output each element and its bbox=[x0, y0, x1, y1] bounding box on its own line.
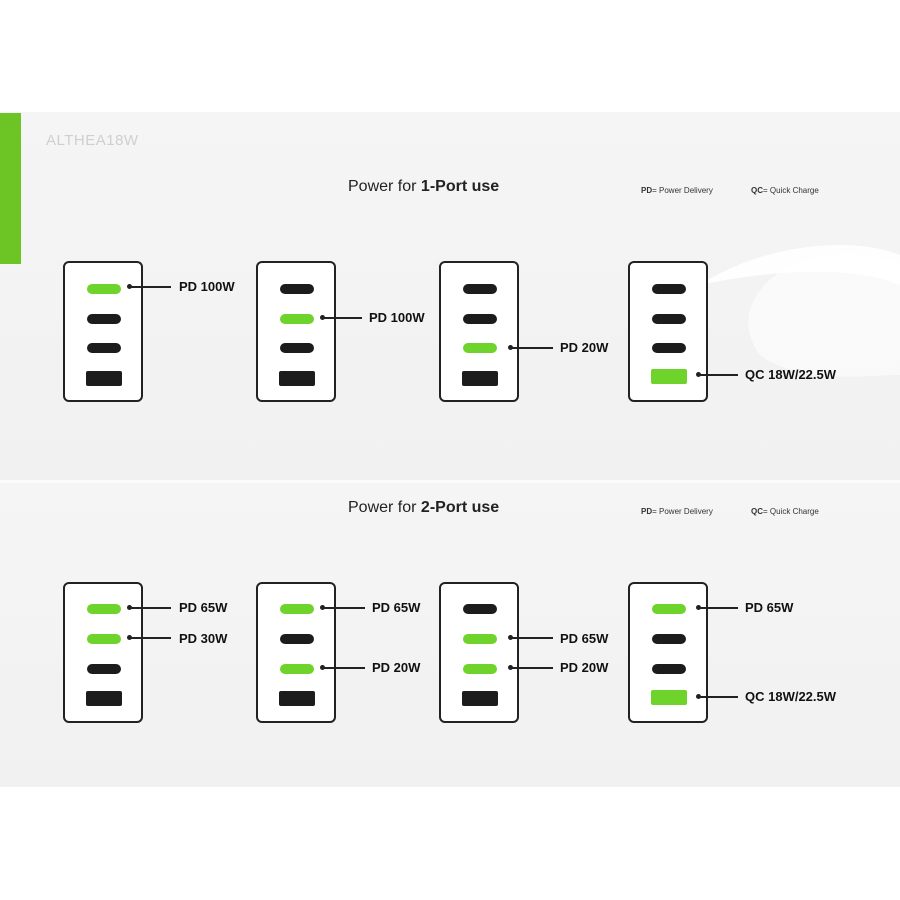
usb-a-port bbox=[279, 691, 315, 706]
usb-c1-port bbox=[463, 604, 497, 614]
port-output-label: PD 30W bbox=[179, 631, 228, 646]
leader-line bbox=[508, 345, 553, 350]
usb-c3-port bbox=[463, 343, 497, 353]
port-output-label: PD 65W bbox=[745, 600, 794, 615]
charger-1port-d bbox=[628, 261, 708, 402]
legend-pd-key: PD bbox=[641, 507, 653, 516]
usb-c2-port bbox=[87, 634, 121, 644]
legend-pd: PD= Power Delivery bbox=[641, 186, 713, 195]
usb-c3-port bbox=[87, 343, 121, 353]
charger-1port-b bbox=[256, 261, 336, 402]
usb-c2-port bbox=[280, 634, 314, 644]
usb-c1-port bbox=[280, 604, 314, 614]
legend-qc: QC= Quick Charge bbox=[751, 507, 819, 516]
usb-a-port bbox=[279, 371, 315, 386]
legend-qc-key: QC bbox=[751, 186, 763, 195]
port-output-label: PD 100W bbox=[369, 310, 425, 325]
legend-qc-text: = Quick Charge bbox=[763, 507, 819, 516]
usb-c3-port bbox=[87, 664, 121, 674]
usb-c2-port bbox=[463, 634, 497, 644]
leader-line bbox=[696, 694, 738, 699]
charger-2port-a bbox=[63, 582, 143, 723]
port-output-label: PD 100W bbox=[179, 279, 235, 294]
port-output-label: PD 20W bbox=[560, 340, 609, 355]
leader-line bbox=[696, 372, 738, 377]
usb-c2-port bbox=[652, 314, 686, 324]
section-title-bold: 2-Port use bbox=[420, 499, 500, 516]
leader-line bbox=[508, 665, 553, 670]
usb-c2-port bbox=[87, 314, 121, 324]
usb-c2-port bbox=[463, 314, 497, 324]
section-divider bbox=[0, 480, 900, 483]
charger-2port-d bbox=[628, 582, 708, 723]
brand-accent-bar bbox=[0, 113, 21, 264]
charger-2port-c bbox=[439, 582, 519, 723]
port-output-label: QC 18W/22.5W bbox=[745, 689, 837, 704]
leader-line bbox=[320, 605, 365, 610]
legend-pd-text: = Power Delivery bbox=[652, 186, 713, 195]
charger-2port-b bbox=[256, 582, 336, 723]
charger-1port-a bbox=[63, 261, 143, 402]
port-output-label: PD 65W bbox=[372, 600, 421, 615]
one-port-panel bbox=[0, 112, 900, 480]
usb-a-port bbox=[86, 691, 122, 706]
usb-a-port bbox=[462, 691, 498, 706]
usb-c3-port bbox=[280, 664, 314, 674]
usb-a-port bbox=[651, 369, 687, 384]
leader-line bbox=[696, 605, 738, 610]
leader-line bbox=[127, 635, 171, 640]
usb-c1-port bbox=[652, 284, 686, 294]
section-title-1-port: Power for 1-Port use bbox=[348, 178, 499, 196]
legend-pd: PD= Power Delivery bbox=[641, 507, 713, 516]
usb-c1-port bbox=[87, 604, 121, 614]
usb-c3-port bbox=[652, 664, 686, 674]
section-title-bold: 1-Port use bbox=[420, 178, 500, 195]
usb-c1-port bbox=[652, 604, 686, 614]
usb-a-port bbox=[651, 690, 687, 705]
leader-line bbox=[320, 315, 362, 320]
port-output-label: QC 18W/22.5W bbox=[745, 367, 837, 382]
port-output-label: PD 65W bbox=[560, 631, 609, 646]
port-output-label: PD 20W bbox=[372, 660, 421, 675]
legend-qc-text: = Quick Charge bbox=[763, 186, 819, 195]
usb-c1-port bbox=[463, 284, 497, 294]
usb-a-port bbox=[462, 371, 498, 386]
leader-line bbox=[127, 284, 171, 289]
leader-line bbox=[320, 665, 365, 670]
section-title-prefix: Power for bbox=[348, 178, 421, 195]
legend-pd-text: = Power Delivery bbox=[652, 507, 713, 516]
usb-c2-port bbox=[652, 634, 686, 644]
section-title-prefix: Power for bbox=[348, 499, 421, 516]
usb-c3-port bbox=[652, 343, 686, 353]
brand-swoosh-graphic bbox=[700, 245, 900, 377]
port-output-label: PD 65W bbox=[179, 600, 228, 615]
section-title-2-port: Power for 2-Port use bbox=[348, 499, 499, 517]
usb-c3-port bbox=[280, 343, 314, 353]
legend-pd-key: PD bbox=[641, 186, 653, 195]
usb-c1-port bbox=[87, 284, 121, 294]
usb-c1-port bbox=[280, 284, 314, 294]
leader-line bbox=[127, 605, 171, 610]
legend-qc: QC= Quick Charge bbox=[751, 186, 819, 195]
charger-1port-c bbox=[439, 261, 519, 402]
usb-c3-port bbox=[463, 664, 497, 674]
legend-qc-key: QC bbox=[751, 507, 763, 516]
model-watermark: ALTHEA18W bbox=[46, 132, 139, 149]
usb-a-port bbox=[86, 371, 122, 386]
port-output-label: PD 20W bbox=[560, 660, 609, 675]
usb-c2-port bbox=[280, 314, 314, 324]
leader-line bbox=[508, 635, 553, 640]
